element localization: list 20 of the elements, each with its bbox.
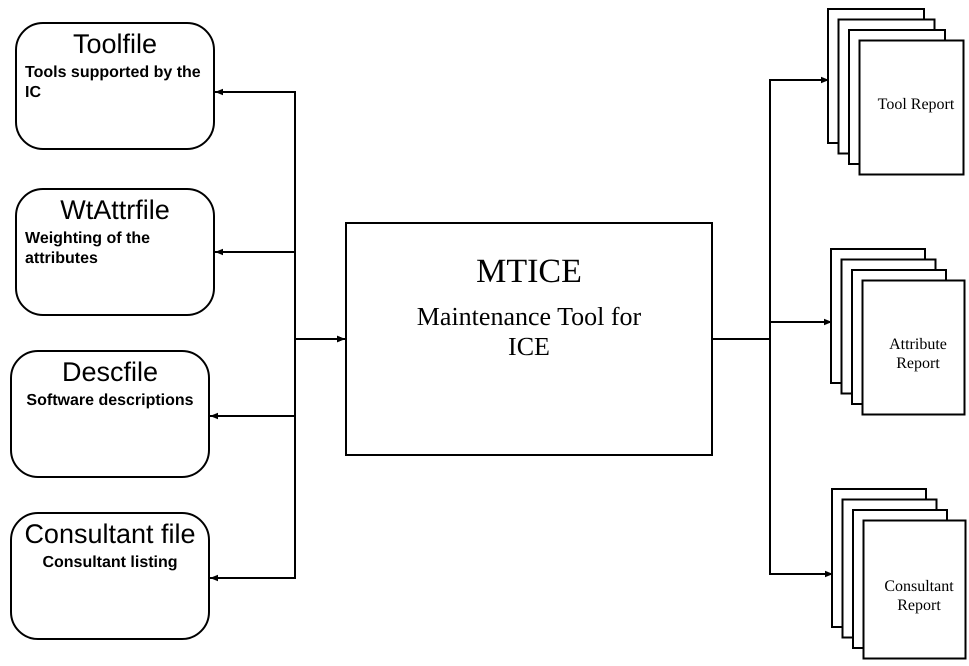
file-box	[10, 512, 210, 640]
arrow	[210, 336, 345, 582]
file-description: Tools supported by the IC	[25, 63, 202, 103]
file-description: Consultant listing	[42, 553, 178, 573]
report-label: Tool Report	[876, 95, 956, 114]
report-label: Consultant Report	[883, 577, 955, 615]
file-title: Toolfile	[72, 30, 158, 59]
report-label: Attribute Report	[888, 335, 948, 373]
arrow	[713, 338, 833, 578]
file-description: Weighting of the attributes	[25, 229, 152, 269]
file-description: Software descriptions	[26, 391, 194, 411]
file-box	[10, 350, 210, 478]
file-title: Descfile	[62, 358, 158, 387]
file-box	[15, 188, 215, 316]
process-title: MTICE	[476, 252, 582, 292]
process-description: Maintenance Tool for ICE	[416, 302, 642, 362]
file-title: Consultant file	[23, 520, 197, 549]
file-title: WtAttrfile	[60, 196, 170, 225]
process-box	[345, 222, 713, 456]
file-box	[15, 22, 215, 150]
